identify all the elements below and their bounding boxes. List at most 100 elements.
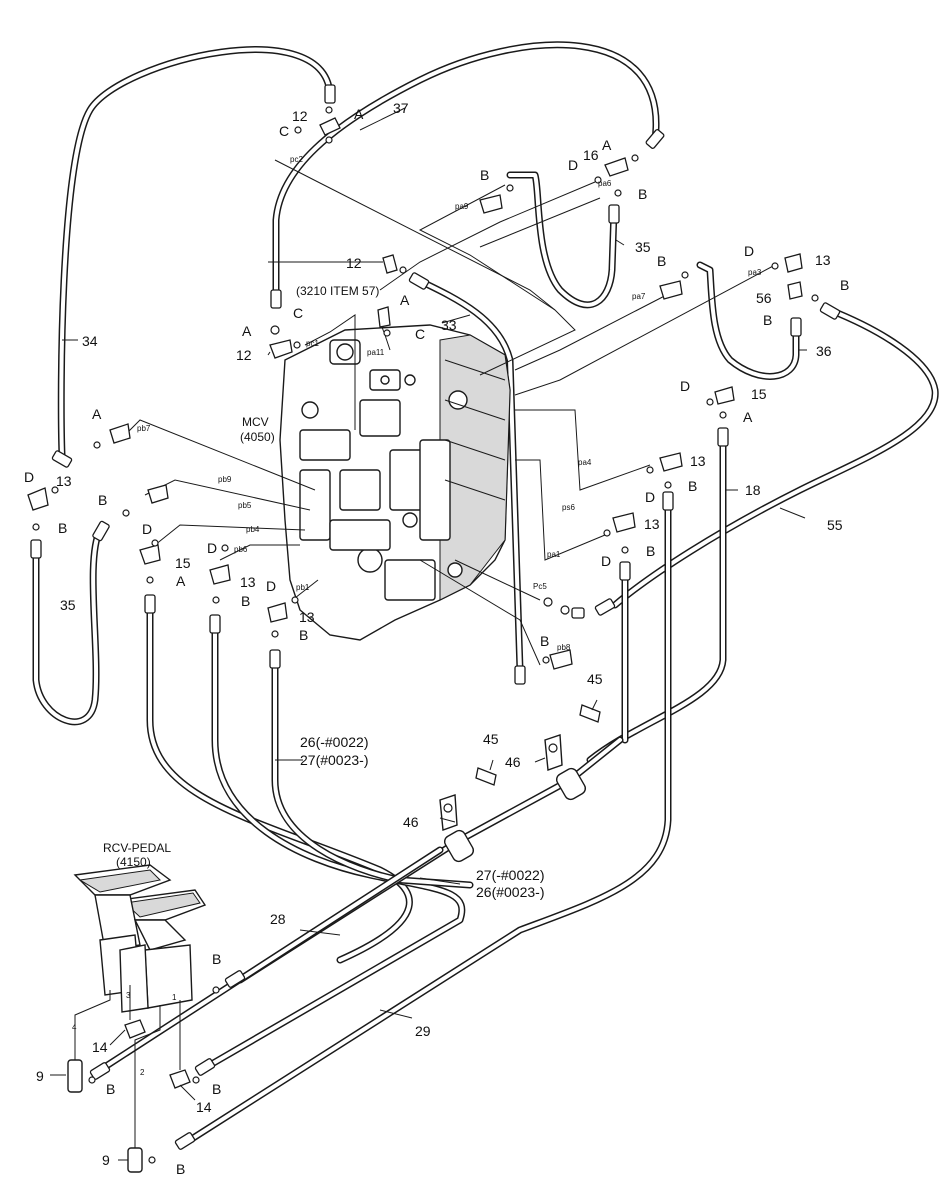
port-pc1: pc1 — [306, 339, 319, 348]
label-55: 55 — [827, 517, 843, 533]
port-pb1: pb1 — [296, 583, 310, 592]
label-15-left: 15 — [175, 555, 191, 571]
label-26-27-b: 27(#0023-) — [300, 752, 369, 768]
callout-b: B — [657, 253, 666, 269]
letter-callouts: A C A D B B A C A C D B B B D A A D B B … — [24, 106, 849, 1177]
label-rcv-pedal: RCV-PEDAL — [103, 841, 171, 855]
label-12-low: 12 — [236, 347, 252, 363]
callout-b: B — [58, 520, 67, 536]
hose-33 — [414, 276, 524, 674]
label-35-upper: 35 — [635, 239, 651, 255]
callout-d: D — [266, 578, 276, 594]
callout-b: B — [688, 478, 697, 494]
callout-b: B — [638, 186, 647, 202]
callout-d: D — [207, 540, 217, 556]
label-37: 37 — [393, 100, 409, 116]
callout-d: D — [680, 378, 690, 394]
callout-a: A — [242, 323, 252, 339]
port-pb8: pb8 — [557, 643, 571, 652]
label-46-left: 46 — [403, 814, 419, 830]
part-labels: 12 37 16 35 12 (3210 ITEM 57) 33 12 34 1… — [36, 100, 843, 1168]
label-9-lower: 9 — [102, 1152, 110, 1168]
label-13-lower-mid: 13 — [644, 516, 660, 532]
callout-c: C — [415, 326, 425, 342]
port-pa6: pa6 — [598, 179, 612, 188]
hose-35-lower — [32, 526, 104, 726]
callout-b: B — [98, 492, 107, 508]
callout-c: C — [293, 305, 303, 321]
label-56: 56 — [756, 290, 772, 306]
pedal-port-4: 4 — [72, 1023, 77, 1032]
fittings — [27, 106, 819, 863]
port-pa7: pa7 — [632, 292, 646, 301]
label-13-left-mid: 13 — [240, 574, 256, 590]
label-ref-3210: (3210 ITEM 57) — [296, 284, 379, 298]
port-pb4: pb4 — [246, 525, 260, 534]
port-pc2: pc2 — [290, 155, 303, 164]
label-27-26-a: 27(-#0022) — [476, 867, 545, 883]
callout-b: B — [212, 1081, 221, 1097]
callout-b: B — [480, 167, 489, 183]
label-45-left: 45 — [483, 731, 499, 747]
label-12-mid: 12 — [346, 255, 362, 271]
callout-d: D — [744, 243, 754, 259]
callout-a: A — [176, 573, 186, 589]
port-pa9: pa9 — [455, 202, 469, 211]
label-rcv-pedal-num: (4150) — [116, 855, 151, 869]
label-46-right: 46 — [505, 754, 521, 770]
callout-a: A — [743, 409, 753, 425]
callout-d: D — [645, 489, 655, 505]
rcv-pedal — [67, 864, 220, 1173]
port-pc5: Pc5 — [533, 582, 547, 591]
pedal-port-3: 3 — [126, 991, 131, 1000]
callout-d: D — [142, 521, 152, 537]
callout-d: D — [601, 553, 611, 569]
port-ps6: ps6 — [562, 503, 575, 512]
callout-a: A — [602, 137, 612, 153]
hose-37 — [272, 41, 660, 299]
hose-35-upper — [506, 171, 618, 309]
callout-d: D — [568, 157, 578, 173]
hose-29 — [186, 498, 672, 1144]
callout-b: B — [241, 593, 250, 609]
label-35-lower: 35 — [60, 597, 76, 613]
callout-c: C — [279, 123, 289, 139]
callout-b: B — [176, 1161, 185, 1177]
callout-a: A — [92, 406, 102, 422]
callout-a: A — [354, 106, 364, 122]
label-mcv: MCV — [242, 415, 269, 429]
label-13-left-low: 13 — [299, 609, 315, 625]
pedal-port-numbers: 1 2 3 4 — [72, 991, 177, 1077]
hose-28 — [96, 736, 624, 1074]
pedal-port-1: 1 — [172, 993, 177, 1002]
label-27-26-b: 26(#0023-) — [476, 884, 545, 900]
label-29: 29 — [415, 1023, 431, 1039]
hose-34 — [57, 46, 334, 459]
port-pa1: pa1 — [547, 550, 561, 559]
port-pb5: pb5 — [238, 501, 252, 510]
label-leaders — [50, 107, 807, 1161]
label-34: 34 — [82, 333, 98, 349]
label-36: 36 — [816, 343, 832, 359]
label-14-upper: 14 — [92, 1039, 108, 1055]
port-pa11: pa11 — [367, 348, 385, 357]
label-9-upper: 9 — [36, 1068, 44, 1084]
callout-b: B — [763, 312, 772, 328]
port-pb6: pb6 — [234, 545, 248, 554]
port-pb7: pb7 — [137, 424, 151, 433]
callout-a: A — [400, 292, 410, 308]
label-14-lower: 14 — [196, 1099, 212, 1115]
callout-b: B — [646, 543, 655, 559]
label-26-27-a: 26(-#0022) — [300, 734, 369, 750]
label-28: 28 — [270, 911, 286, 927]
port-pa3: pa3 — [748, 268, 762, 277]
label-45-right: 45 — [587, 671, 603, 687]
pedal-port-2: 2 — [140, 1068, 145, 1077]
mcv-valve-block — [279, 324, 511, 641]
hose-36 — [696, 261, 800, 380]
port-pa4: pa4 — [578, 458, 592, 467]
hose-27-26 — [271, 651, 474, 889]
callout-b: B — [299, 627, 308, 643]
port-labels: pc2 pa9 pa6 pa3 pa7 pc1 pa11 pb7 pb9 pb5… — [137, 155, 762, 652]
